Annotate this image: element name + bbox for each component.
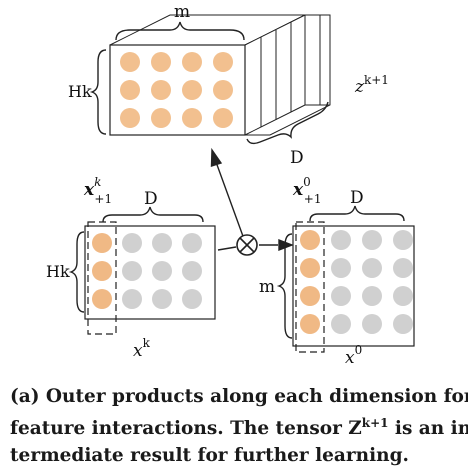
dot — [331, 258, 351, 278]
dot — [362, 286, 382, 306]
right-m-label: m — [259, 277, 275, 297]
right-highlight-column — [295, 221, 325, 353]
left-dot-grid — [92, 233, 202, 309]
right-x0-top-label: x0+1 — [292, 175, 321, 206]
left-matrix: D Hk xk+1 xk — [46, 175, 216, 361]
m-brace — [115, 21, 245, 41]
right-m-brace — [276, 233, 293, 339]
dot — [152, 233, 172, 253]
highlighted-dot — [300, 314, 320, 334]
dot — [362, 230, 382, 250]
dot — [120, 52, 140, 72]
dot — [182, 80, 202, 100]
outer-product-operator — [236, 234, 258, 256]
top-tensor: m Hk D zk+1 — [68, 2, 389, 168]
right-matrix: D m x0+1 x0 — [259, 175, 415, 368]
dot — [182, 261, 202, 281]
highlighted-dot — [300, 258, 320, 278]
left-d-brace — [102, 206, 204, 223]
dot — [152, 289, 172, 309]
m-label: m — [174, 2, 190, 22]
dot — [393, 314, 413, 334]
dot — [362, 258, 382, 278]
right-d-label: D — [350, 188, 364, 208]
right-d-brace — [309, 205, 405, 222]
dot — [120, 80, 140, 100]
dot — [120, 108, 140, 128]
d-label: D — [290, 148, 304, 168]
left-xk-top-label: xk+1 — [83, 175, 112, 206]
tensor-diagram: m Hk D zk+1 D Hk xk+1 xk — [46, 2, 415, 368]
hk-label: Hk — [68, 82, 92, 101]
caption-line-1: (a) Outer products along each dimension … — [10, 386, 468, 407]
dot — [331, 230, 351, 250]
dot — [213, 108, 233, 128]
right-dot-grid — [300, 230, 413, 334]
highlighted-dot — [92, 289, 112, 309]
arrows — [210, 147, 294, 252]
highlighted-dot — [92, 233, 112, 253]
tensor-dot-grid — [120, 52, 233, 128]
dot — [331, 286, 351, 306]
dot — [152, 261, 172, 281]
dot — [182, 108, 202, 128]
z-label: zk+1 — [354, 73, 389, 97]
d-brace — [246, 101, 329, 145]
left-d-label: D — [144, 189, 158, 209]
left-hk-label: Hk — [46, 262, 70, 281]
dot — [393, 258, 413, 278]
dot — [393, 230, 413, 250]
highlighted-dot — [300, 230, 320, 250]
dot — [331, 314, 351, 334]
highlighted-dot — [92, 261, 112, 281]
dot — [151, 80, 171, 100]
dot — [151, 52, 171, 72]
dot — [213, 80, 233, 100]
left-highlight-column — [87, 221, 117, 335]
dot — [182, 52, 202, 72]
dot — [362, 314, 382, 334]
dot — [393, 286, 413, 306]
hk-brace — [89, 49, 107, 135]
left-xk-bottom-label: xk — [133, 336, 151, 361]
dot — [122, 261, 142, 281]
left-hk-brace — [68, 231, 85, 313]
highlighted-dot — [300, 286, 320, 306]
caption-line-2: feature interactions. The tensor Zk+1 is… — [10, 416, 468, 440]
dot — [122, 289, 142, 309]
right-x0-bottom-label: x0 — [345, 343, 362, 368]
dot — [151, 108, 171, 128]
dot — [213, 52, 233, 72]
dot — [182, 289, 202, 309]
dot — [122, 233, 142, 253]
dot — [182, 233, 202, 253]
caption-line-3: termediate result for further learning. — [10, 445, 409, 467]
figure-caption: (a) Outer products along each dimension … — [10, 383, 468, 469]
